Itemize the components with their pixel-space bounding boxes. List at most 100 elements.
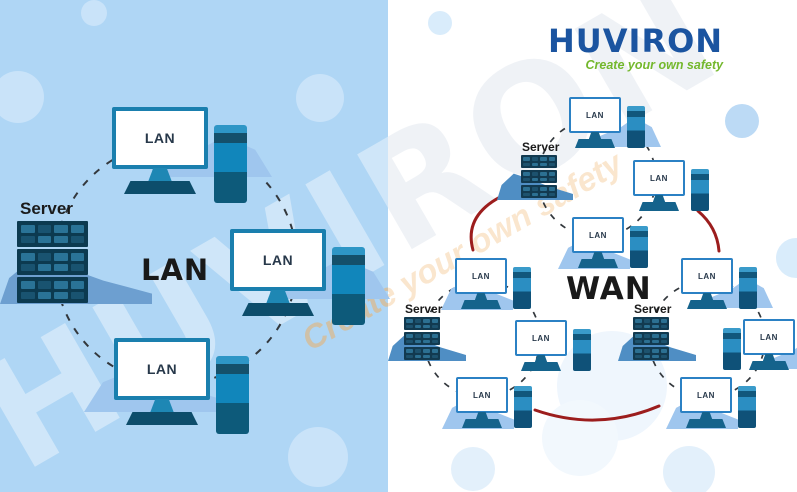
server-led: [414, 324, 421, 328]
server-unit: [404, 347, 440, 360]
server-led: [21, 291, 35, 299]
server-unit: [521, 170, 557, 183]
deco-circle: [428, 11, 452, 35]
server-led: [21, 253, 35, 261]
server-unit: [633, 332, 669, 345]
logo-wordmark: HUVIRON: [548, 22, 724, 60]
monitor-foot: [687, 300, 727, 309]
server-led: [431, 324, 438, 328]
server-led: [540, 192, 547, 196]
server-led: [643, 349, 650, 353]
server-led: [660, 324, 667, 328]
server-led: [540, 157, 547, 161]
deco-circle: [451, 447, 495, 491]
pc-tower: [723, 328, 741, 370]
monitor-screen-label: LAN: [698, 271, 716, 281]
server-wan-server-right: Server: [618, 302, 696, 361]
server-unit: [521, 155, 557, 168]
server-led: [406, 324, 413, 328]
server-led: [652, 339, 659, 343]
server-led: [37, 291, 51, 299]
server-led: [643, 334, 650, 338]
server-led: [548, 192, 555, 196]
server-led: [414, 319, 421, 323]
monitor-screen-label: LAN: [760, 332, 778, 342]
monitor-neck: [150, 399, 174, 413]
server-led: [635, 339, 642, 343]
server-led: [523, 162, 530, 166]
monitor-neck: [700, 293, 714, 301]
server-led: [406, 354, 413, 358]
server-label: Server: [405, 302, 443, 316]
monitor-neck: [266, 290, 290, 304]
server-led: [523, 172, 530, 176]
server-led: [70, 235, 84, 243]
pc-tower: [332, 247, 365, 325]
monitor-neck: [591, 252, 605, 260]
huviron-logo: HUVIRON Create your own safety: [548, 25, 723, 72]
monitor-foot: [126, 412, 198, 425]
monitor-neck: [474, 293, 488, 301]
monitor: LAN: [456, 377, 508, 413]
server-led: [540, 162, 547, 166]
pc-tower: [216, 356, 249, 434]
monitor-foot: [242, 303, 314, 316]
server-led: [431, 334, 438, 338]
server-led: [548, 172, 555, 176]
monitor-neck: [475, 412, 489, 420]
deco-circle: [296, 74, 344, 122]
monitor-foot: [521, 362, 561, 371]
server-led: [37, 235, 51, 243]
monitor-neck: [652, 195, 666, 203]
monitor-screen-label: LAN: [262, 252, 294, 268]
server-led: [54, 235, 68, 243]
monitor: LAN: [455, 258, 507, 294]
server-led: [548, 177, 555, 181]
server-led: [21, 281, 35, 289]
server-led: [21, 235, 35, 243]
monitor: LAN: [633, 160, 685, 196]
server-led: [431, 319, 438, 323]
server-label: Server: [20, 199, 73, 218]
monitor: LAN: [569, 97, 621, 133]
server-led: [540, 172, 547, 176]
server-led: [660, 334, 667, 338]
server-unit: [633, 347, 669, 360]
server-led: [54, 263, 68, 271]
server-led: [70, 291, 84, 299]
server-led: [54, 225, 68, 233]
monitor-screen-label: LAN: [589, 230, 607, 240]
pc-tower: [630, 226, 648, 268]
wan-link-bottom: [533, 404, 661, 422]
server-label: Server: [634, 302, 672, 316]
monitor: LAN: [114, 338, 210, 400]
server-led: [414, 354, 421, 358]
server-rack: [404, 317, 440, 360]
server-led: [652, 354, 659, 358]
server-led: [635, 334, 642, 338]
server-led: [423, 319, 430, 323]
monitor-foot: [686, 419, 726, 428]
server-led: [660, 339, 667, 343]
monitor-screen-label: LAN: [473, 390, 491, 400]
monitor-foot: [124, 181, 196, 194]
server-led: [414, 339, 421, 343]
server-unit: [17, 277, 88, 303]
server-unit: [633, 317, 669, 330]
server-lan-server: Server: [0, 199, 152, 304]
server-led: [54, 281, 68, 289]
server-rack: [17, 221, 88, 303]
monitor-screen-label: LAN: [650, 173, 668, 183]
server-led: [423, 354, 430, 358]
server-wan-server-top: Server: [497, 140, 573, 200]
server-led: [660, 354, 667, 358]
monitor-foot: [575, 139, 615, 148]
server-led: [531, 162, 538, 166]
server-led: [548, 187, 555, 191]
monitor-neck: [534, 355, 548, 363]
server-led: [540, 187, 547, 191]
deco-circle: [81, 0, 107, 26]
deco-circle: [0, 71, 44, 123]
monitor-foot: [461, 300, 501, 309]
server-led: [21, 263, 35, 271]
